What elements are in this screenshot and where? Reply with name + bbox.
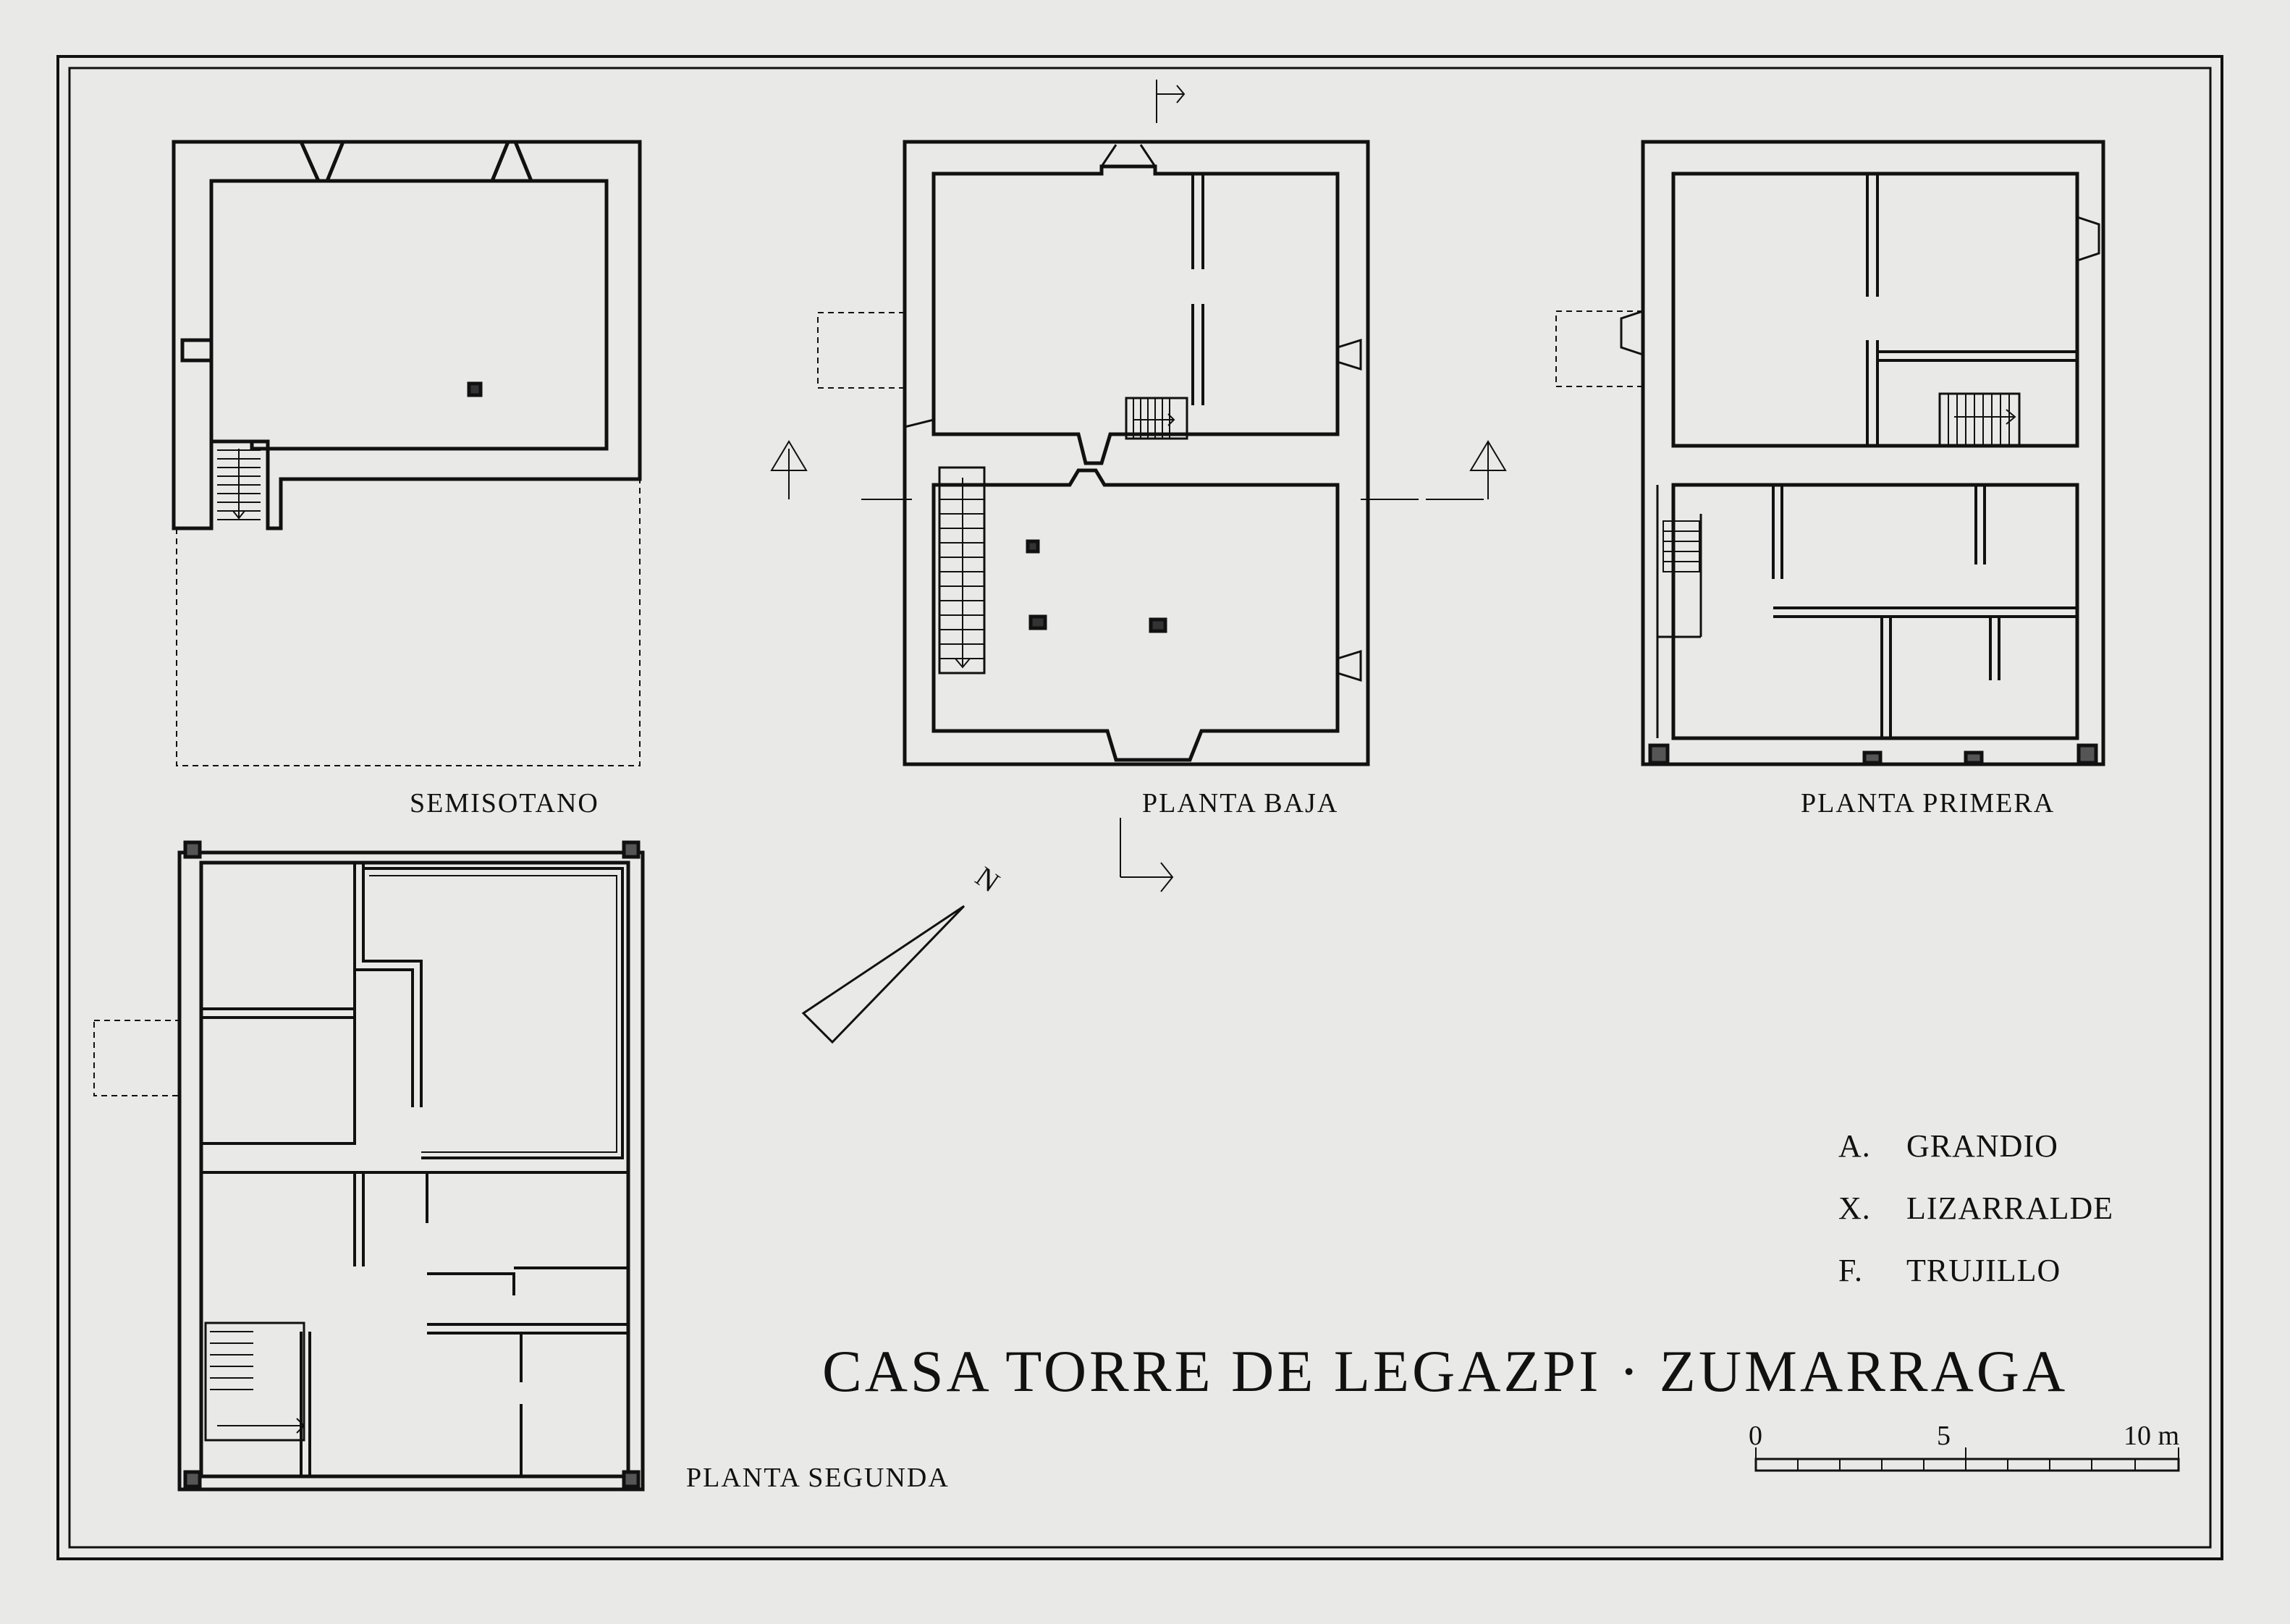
author-2: X. LIZARRALDE [1838, 1190, 2113, 1227]
author-3-initial: F. [1838, 1253, 1863, 1288]
author-3: F. TRUJILLO [1838, 1252, 2061, 1289]
author-2-initial: X. [1838, 1190, 1871, 1226]
author-1: A. GRANDIO [1838, 1128, 2058, 1164]
label-planta-baja: PLANTA BAJA [1142, 788, 1339, 819]
author-1-initial: A. [1838, 1128, 1871, 1164]
label-planta-segunda: PLANTA SEGUNDA [686, 1463, 950, 1493]
author-2-name: LIZARRALDE [1906, 1190, 2114, 1226]
inner-frame [68, 67, 2212, 1549]
label-planta-primera: PLANTA PRIMERA [1801, 788, 2055, 819]
scale-label-mid: 5 [1937, 1421, 1951, 1451]
outer-frame [56, 55, 2223, 1560]
author-3-name: TRUJILLO [1906, 1253, 2061, 1288]
north-arrow [801, 905, 966, 1044]
author-1-name: GRANDIO [1906, 1128, 2058, 1164]
scale-label-start: 0 [1749, 1421, 1762, 1451]
scale-label-end: 10 m [2124, 1421, 2180, 1451]
scale-bar [1754, 1447, 2180, 1472]
drawing-title: CASA TORRE DE LEGAZPI · ZUMARRAGA [822, 1338, 2069, 1404]
planta-primera-plan [1555, 140, 2105, 766]
planta-segunda-plan [93, 840, 645, 1492]
planta-baja-plan [770, 80, 1507, 892]
semisotano-plan [172, 140, 642, 766]
label-semisotano: SEMISOTANO [410, 788, 599, 819]
